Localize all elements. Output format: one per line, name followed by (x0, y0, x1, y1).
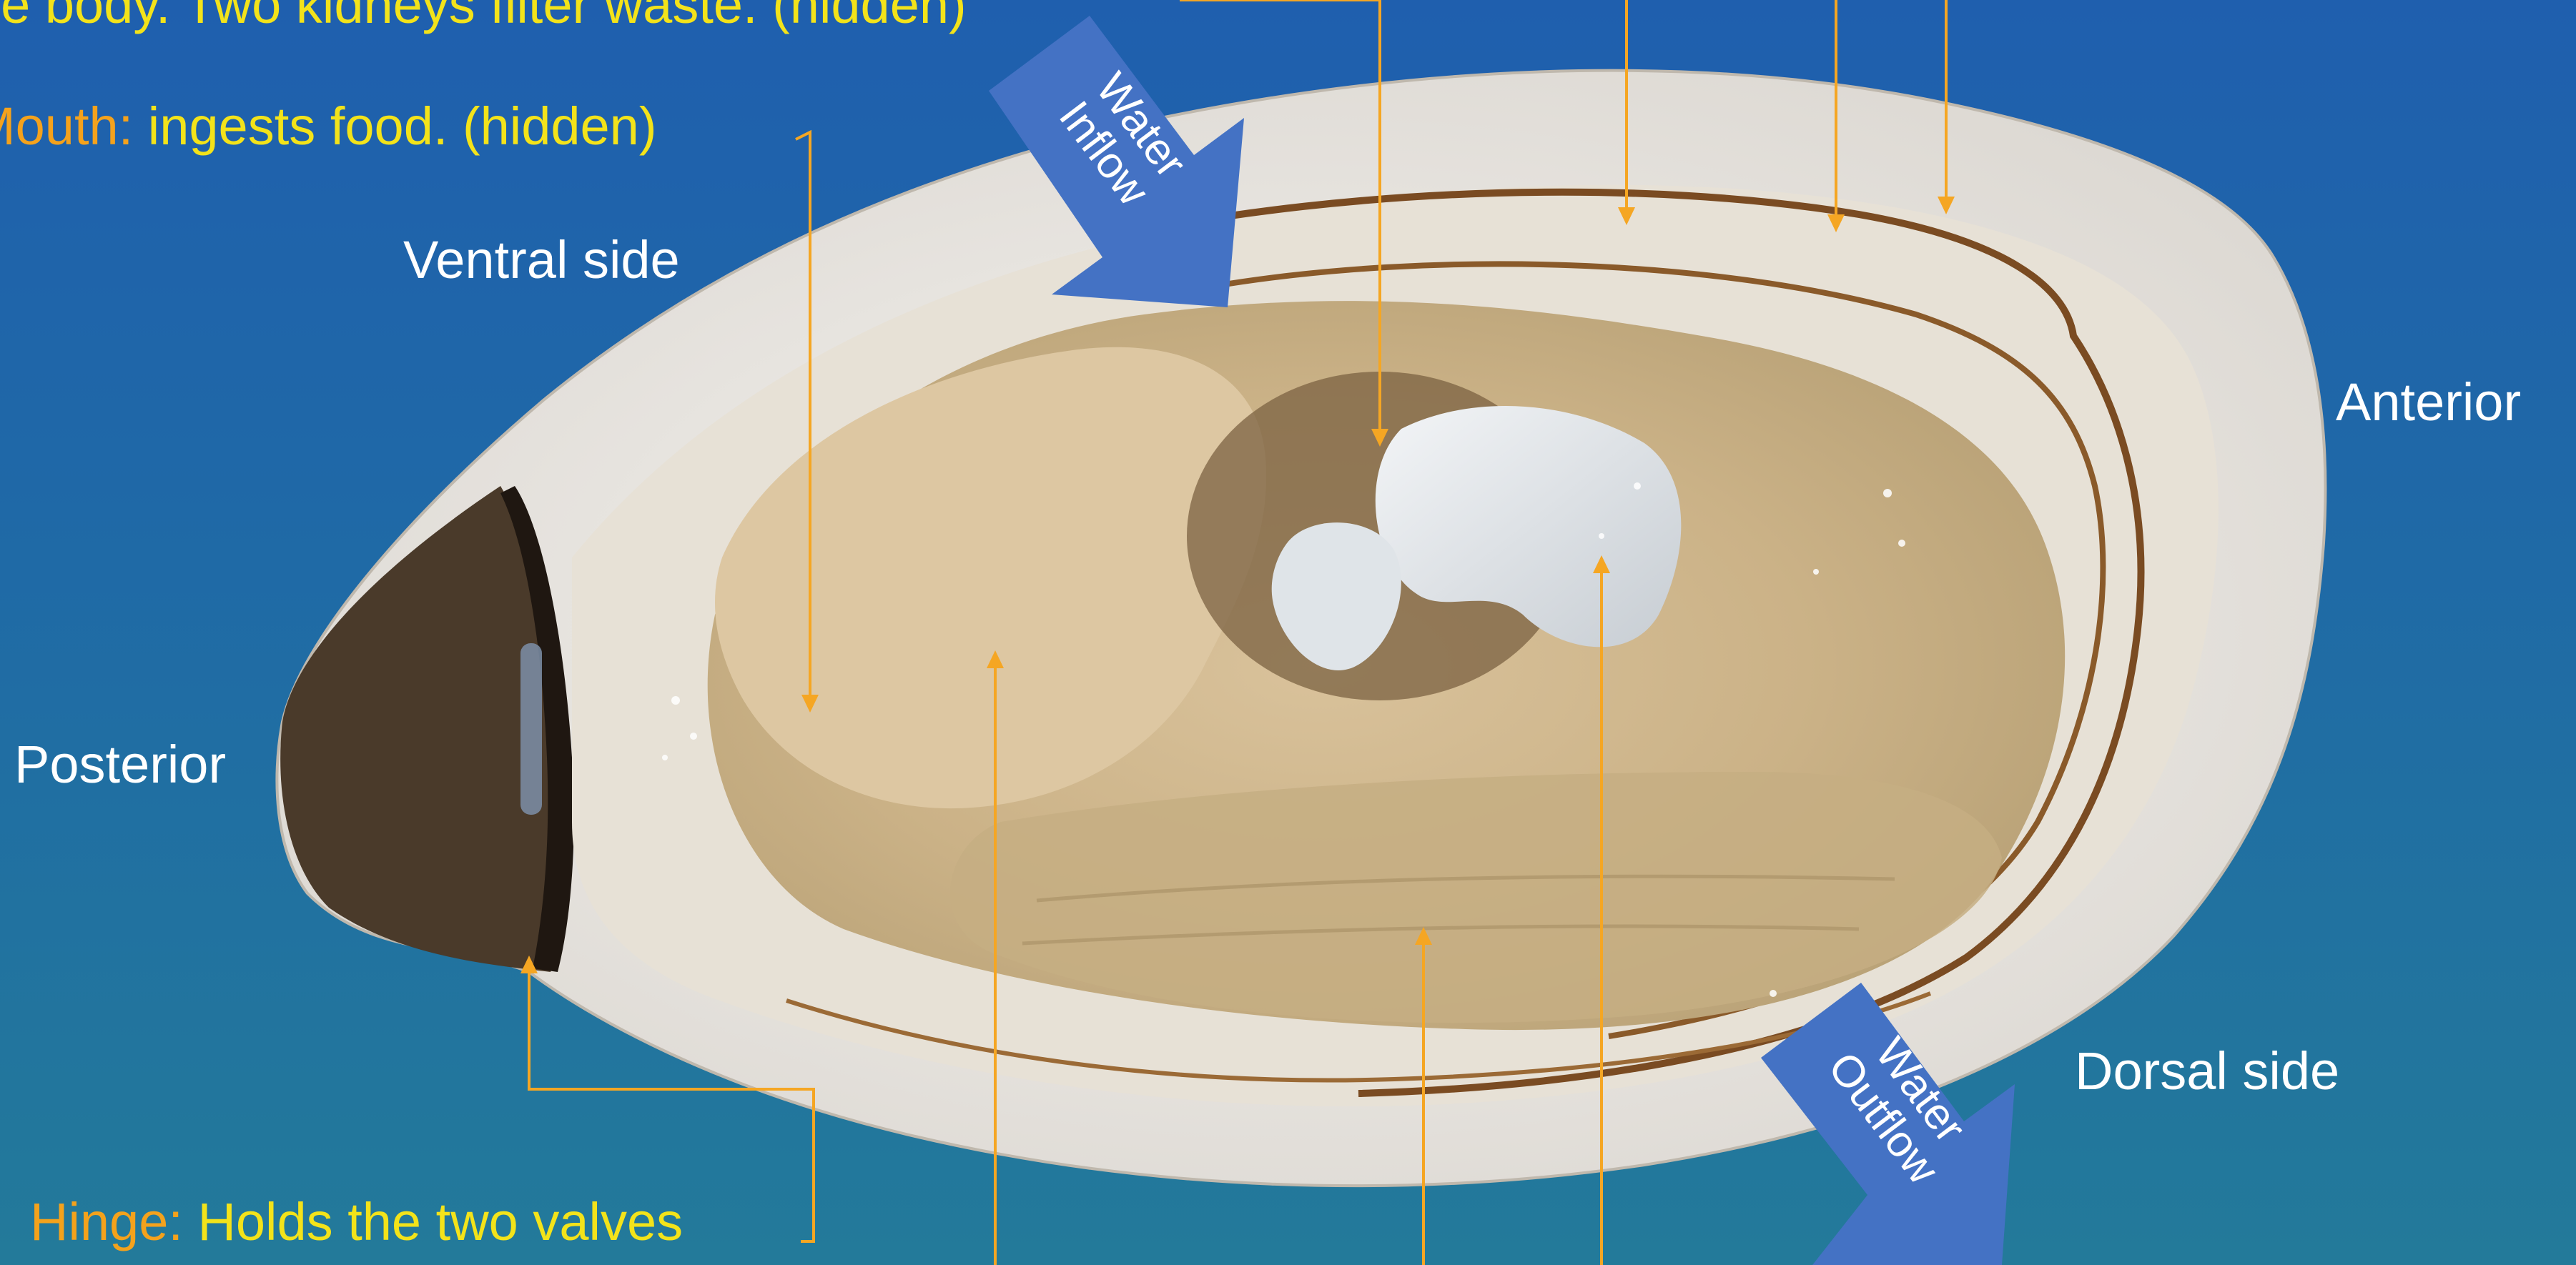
mouth-label: Mouth: ingests food. (hidden) (0, 100, 656, 153)
anterior-label: Anterior (2336, 376, 2521, 429)
hinge-label: Hinge: Holds the two valves (30, 1196, 683, 1249)
kidney-description: he body. Two kidneys filter waste. (hidd… (0, 0, 967, 31)
dorsal-side-label: Dorsal side (2075, 1045, 2339, 1098)
hinge-tooth (520, 643, 542, 815)
mouth-term: Mouth: (0, 96, 133, 156)
ventral-side-label: Ventral side (403, 234, 680, 287)
mouth-description: ingests food. (hidden) (133, 96, 656, 156)
hinge-term: Hinge: (30, 1192, 183, 1251)
hinge-description: Holds the two valves (183, 1192, 683, 1251)
posterior-label: Posterior (14, 738, 226, 791)
